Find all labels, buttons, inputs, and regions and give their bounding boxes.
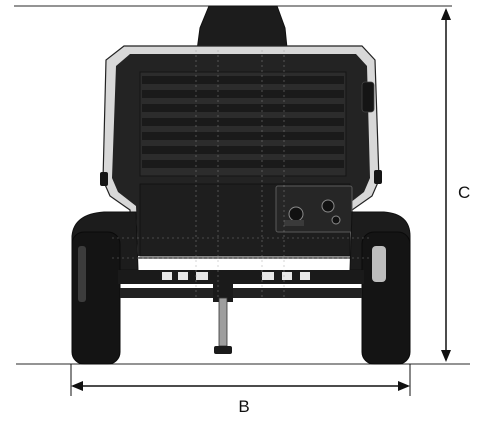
louvre-slat [142, 118, 344, 126]
louvre-slat [142, 132, 344, 140]
dimension-c-arrow-bottom [441, 350, 451, 362]
side-latch [361, 81, 375, 113]
left-latch-small [100, 172, 108, 186]
dimension-b-label: B [238, 397, 249, 416]
dimension-b-arrow-left [71, 381, 83, 391]
louvre-slat [142, 146, 344, 154]
louvre-slat [142, 76, 344, 84]
louvre-slat [142, 160, 344, 168]
frame-slot [262, 272, 274, 280]
compressor-illustration [71, 5, 411, 365]
construction-grid [112, 50, 372, 300]
axle-frame [118, 270, 364, 284]
dimension-c-arrow-top [441, 8, 451, 20]
valve-knob [321, 199, 335, 213]
dimension-b-arrow-right [398, 381, 410, 391]
right-tire-highlight [372, 246, 386, 282]
frame-slot [300, 272, 310, 280]
frame-slot [178, 272, 188, 280]
valve-knob [331, 215, 341, 225]
lower-beam [120, 288, 362, 298]
louvre-grille [139, 71, 347, 177]
frame-slot [282, 272, 292, 280]
side-latch-small [374, 170, 382, 184]
louvre-slat [142, 90, 344, 98]
dimension-b: B [70, 364, 411, 416]
left-tire-highlight [78, 246, 86, 302]
louvre-slat [142, 104, 344, 112]
jockey-foot [214, 346, 232, 354]
valve-box [275, 185, 353, 233]
frame-slot [162, 272, 172, 280]
frame-slot [196, 272, 208, 280]
jockey-leg [218, 297, 228, 347]
dimension-c: C [441, 8, 470, 362]
dimension-c-label: C [458, 183, 470, 202]
valve-knob [288, 206, 304, 222]
